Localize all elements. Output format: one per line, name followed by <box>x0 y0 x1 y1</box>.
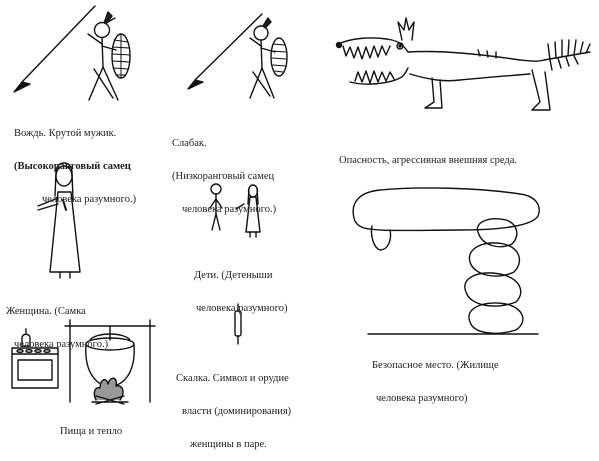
caption-rolling-pin-line3: женщины в паре. <box>176 439 291 450</box>
caption-woman-line1: Женщина. (Самка <box>6 306 108 317</box>
caption-rolling-pin-line2: власти (доминирования) <box>176 406 291 417</box>
caption-danger: Опасность, агрессивная внешняя среда. <box>339 133 517 177</box>
caption-rolling-pin-line1: Скалка. Символ и орудие <box>176 373 291 384</box>
caption-children-line1: Дети. (Детеныши <box>194 270 287 281</box>
caption-chief-line1: Вождь. Крутой мужик. <box>14 128 136 139</box>
caption-weakling-line2: (Низкоранговый самец <box>172 171 276 182</box>
caption-rolling-pin: Скалка. Символ и орудие власти (доминиро… <box>176 351 291 461</box>
caption-weakling: Слабак. (Низкоранговый самец человека ра… <box>172 116 276 226</box>
caption-danger-line1: Опасность, агрессивная внешняя среда. <box>339 155 517 166</box>
caption-chief-line3: человека разумного.) <box>14 194 136 205</box>
caption-children-line2: человека разумного) <box>194 303 287 314</box>
wolf-figure <box>337 18 591 110</box>
caption-safe-place: Безопасное место. (Жилище человека разум… <box>372 338 499 415</box>
caption-chief: Вождь. Крутой мужик. (Высокоранговый сам… <box>14 106 136 216</box>
caption-weakling-line3: человека разумного.) <box>172 204 276 215</box>
weakling-figure <box>188 14 287 98</box>
caption-safe-place-line1: Безопасное место. (Жилище <box>372 360 499 371</box>
caption-woman: Женщина. (Самка человека разумного.) <box>6 284 108 361</box>
caption-safe-place-line2: человека разумного) <box>372 393 499 404</box>
dolmen-figure <box>353 188 539 334</box>
caption-food: Пища и тепло <box>60 404 122 448</box>
caption-weakling-line1: Слабак. <box>172 138 276 149</box>
chief-figure <box>14 6 130 100</box>
caption-chief-line2: (Высокоранговый самец <box>14 161 136 172</box>
caption-children: Дети. (Детеныши человека разумного) <box>194 248 287 325</box>
caption-food-line1: Пища и тепло <box>60 426 122 437</box>
caption-woman-line2: человека разумного.) <box>6 339 108 350</box>
